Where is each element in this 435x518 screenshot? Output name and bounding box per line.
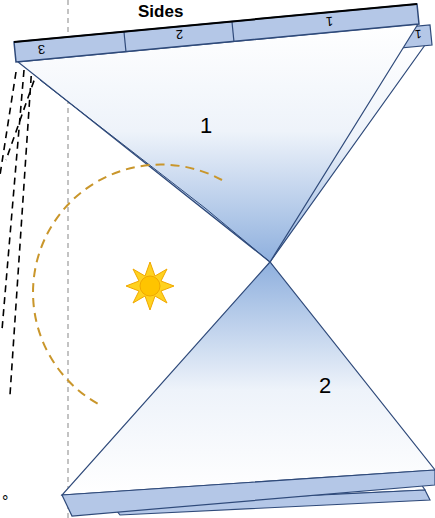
band-divider [232,22,234,42]
section-title: Sides [138,3,183,20]
panel-label: 3 [38,43,46,57]
panel-number: 2 [319,375,331,397]
panel-number: 1 [200,115,212,137]
panel-label: 1 [414,28,422,41]
sides-band [14,4,419,62]
sun-path [33,165,222,405]
band-edge [14,4,417,42]
fold-line [40,80,270,262]
sun-icon [126,262,174,310]
side-tab-cell: 1 [414,27,422,44]
panel-label: 1 [326,15,334,29]
panel-label: 2 [176,28,184,42]
projection-lines [0,58,42,395]
front-panel [62,262,435,495]
band-divider [124,32,126,52]
panel-label: 2 [319,375,331,397]
side-tab [62,470,435,516]
panel-label: 1 [200,115,212,137]
angle-label: ° [2,494,8,510]
front-panel [18,24,418,262]
